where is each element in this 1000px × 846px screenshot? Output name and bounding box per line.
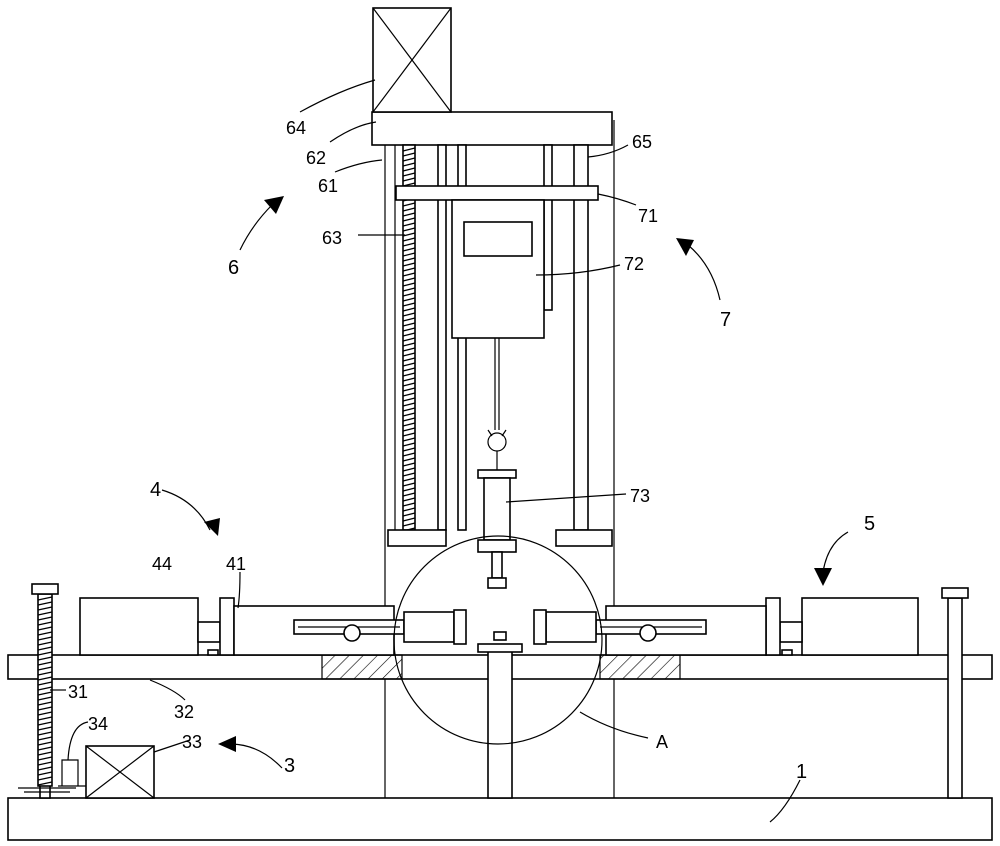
crossbeam xyxy=(395,185,599,201)
left-screw xyxy=(37,593,53,787)
assembly-arrows xyxy=(161,196,849,769)
label-4: 4 xyxy=(150,479,161,501)
inner-jaws xyxy=(403,609,597,645)
top-plate xyxy=(371,111,613,146)
hook-rod xyxy=(487,338,507,470)
detail-circle-a xyxy=(393,535,603,745)
left-screw-cap xyxy=(31,583,59,595)
lead-screw xyxy=(402,144,416,532)
base-plate xyxy=(7,797,993,841)
label-61: 61 xyxy=(318,176,338,196)
label-31: 31 xyxy=(68,682,88,702)
label-3: 3 xyxy=(284,755,295,777)
label-41: 41 xyxy=(226,554,246,574)
top-motor xyxy=(372,7,452,113)
label-7: 7 xyxy=(720,309,731,331)
tower-frame xyxy=(384,120,615,798)
screw-foot xyxy=(387,529,447,547)
label-62: 62 xyxy=(306,148,326,168)
label-64: 64 xyxy=(286,118,306,138)
left-clamp-assembly xyxy=(79,597,405,656)
leader-lines xyxy=(50,79,801,823)
right-clamp-assembly xyxy=(595,597,919,656)
label-71: 71 xyxy=(638,206,658,226)
label-73: 73 xyxy=(630,486,650,506)
label-6: 6 xyxy=(228,257,239,279)
label-34: 34 xyxy=(88,714,108,734)
label-a: A xyxy=(656,732,668,752)
label-32: 32 xyxy=(174,702,194,722)
bracket xyxy=(58,759,86,787)
bottom-motor xyxy=(85,745,155,799)
label-33: 33 xyxy=(182,732,202,752)
rod-foot xyxy=(555,529,613,547)
sample-holder xyxy=(477,469,517,589)
hatched-supports xyxy=(321,654,681,680)
label-1: 1 xyxy=(796,761,807,783)
table-posts xyxy=(39,587,969,799)
label-44: 44 xyxy=(152,554,172,574)
load-box xyxy=(451,199,545,339)
label-5: 5 xyxy=(864,513,875,535)
label-72: 72 xyxy=(624,254,644,274)
label-63: 63 xyxy=(322,228,342,248)
label-65: 65 xyxy=(632,132,652,152)
